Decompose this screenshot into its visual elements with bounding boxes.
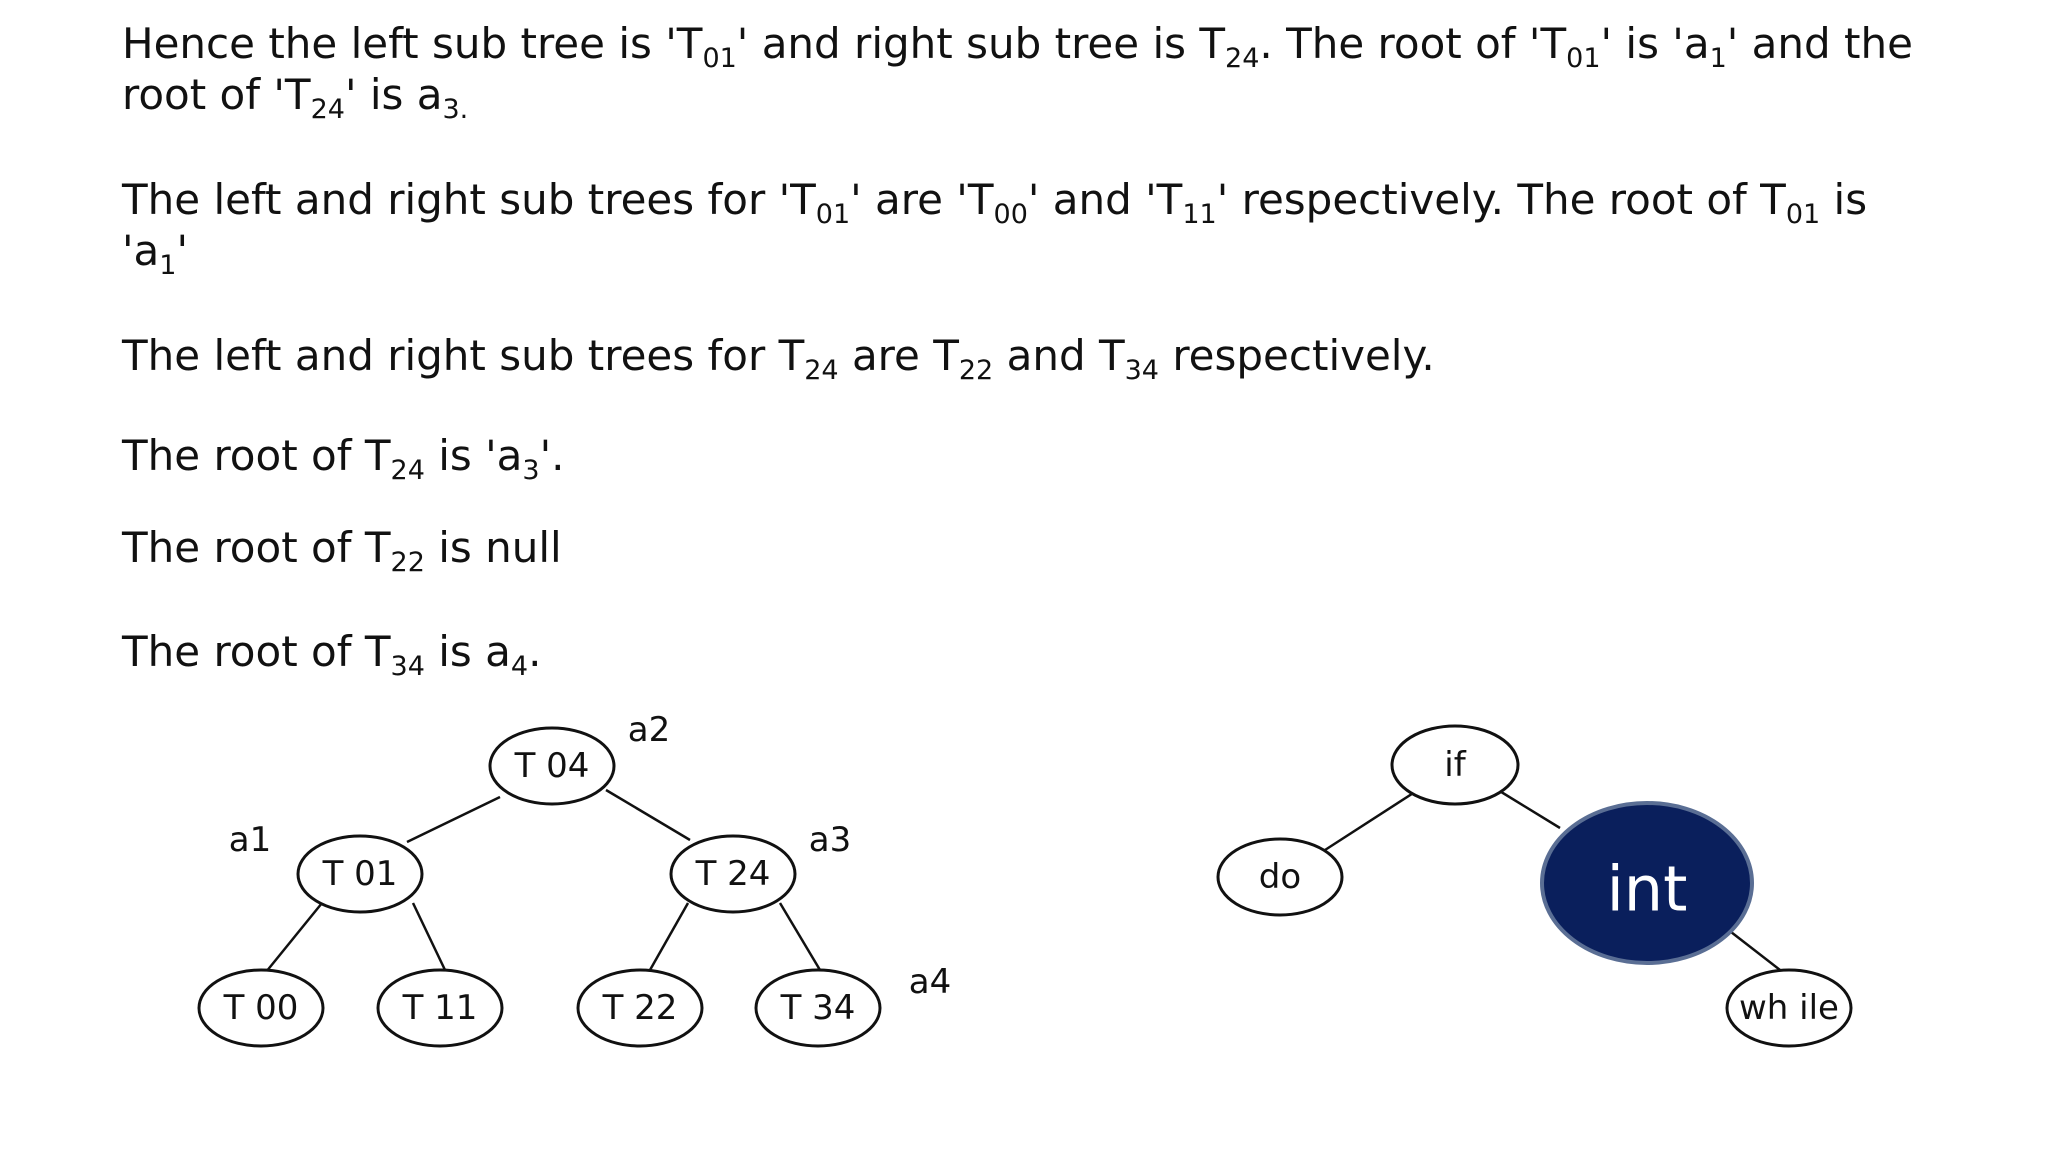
edge-t01-t00	[265, 902, 323, 973]
subscript: 4	[510, 651, 529, 682]
text-run: Hence the left sub tree is 'T	[122, 19, 703, 68]
text-run: ' and 'T	[1027, 175, 1183, 224]
edge-t04-t01	[406, 795, 501, 844]
text-run: . The root of 'T	[1259, 19, 1567, 68]
edge-t24-t34	[778, 902, 822, 971]
subscript: 34	[390, 651, 425, 682]
paragraph-line: The left and right sub trees for T24 are…	[122, 331, 1435, 384]
node-t11	[376, 968, 504, 1048]
text-run: respectively.	[1158, 331, 1435, 380]
node-t01	[296, 834, 424, 914]
subscript: 22	[390, 547, 425, 578]
text-run: ' is 'a	[1600, 19, 1710, 68]
text-run: The left and right sub trees for 'T	[122, 175, 816, 224]
node-while	[1725, 968, 1853, 1048]
node-if-label: if	[1444, 745, 1466, 785]
subscript: 1	[1709, 43, 1727, 74]
subscript: 34	[1124, 355, 1159, 386]
paragraph-line: Hence the left sub tree is 'T01' and rig…	[122, 19, 1913, 72]
subscript: 11	[1182, 199, 1217, 230]
subtree-diagram: T 04 T 01 T 24 T 00 T 11 T 22 T 34 a2 a1…	[197, 710, 951, 1048]
explanation-paragraph-3: The left and right sub trees for T24 are…	[122, 330, 1982, 384]
explanation-paragraph-4: The root of T24 is 'a3'.	[122, 430, 1982, 484]
paragraph-line: root of 'T24' is a3.	[122, 70, 468, 123]
root-label-a2: a2	[628, 710, 670, 750]
text-run: root of 'T	[122, 70, 311, 119]
subscript: 24	[390, 455, 425, 486]
node-t00	[197, 968, 325, 1048]
edge-t04-t24	[605, 788, 691, 842]
node-t01-label: T 01	[322, 854, 398, 894]
edge-if-int	[1497, 788, 1561, 830]
subscript: 24	[804, 355, 839, 386]
subscript: 3	[522, 455, 540, 486]
text-run: The left and right sub trees for T	[122, 331, 805, 380]
root-label-a4: a4	[909, 962, 951, 1002]
subscript: 00	[993, 199, 1028, 230]
node-t34	[754, 968, 882, 1048]
text-run: The root of T	[122, 523, 391, 572]
text-run: is null	[424, 523, 562, 572]
explanation-paragraph-1: Hence the left sub tree is 'T01' and rig…	[122, 18, 1982, 123]
text-run: ' and right sub tree is T	[736, 19, 1226, 68]
subscript: 24	[310, 94, 345, 125]
text-run: is 'a	[424, 431, 523, 480]
bst-diagram: if do int wh ile	[1216, 724, 1853, 1048]
node-t04-label: T 04	[514, 746, 590, 786]
subscript: 01	[815, 199, 851, 230]
text-run: ' are 'T	[850, 175, 994, 224]
explanation-paragraph-2: The left and right sub trees for 'T01' a…	[122, 174, 1982, 279]
subscript: 24	[1225, 43, 1260, 74]
subscript: 22	[958, 355, 994, 386]
text-run: are T	[838, 331, 959, 380]
text-run: ' respectively. The root of T	[1216, 175, 1786, 224]
node-while-label: wh ile	[1739, 988, 1839, 1028]
edge-t01-t11	[411, 902, 447, 971]
node-t22-label: T 22	[602, 988, 678, 1028]
subscript: 01	[1785, 199, 1821, 230]
paragraph-line: 'a1'	[122, 226, 189, 279]
node-t24	[669, 834, 797, 914]
paragraph-line: The root of T34 is a4.	[122, 627, 542, 680]
text-run: 'a	[122, 226, 160, 275]
node-t00-label: T 00	[223, 988, 299, 1028]
node-int-label: int	[1607, 853, 1688, 926]
text-run: The root of T	[122, 431, 391, 480]
text-run: '.	[539, 431, 565, 480]
node-t04	[488, 726, 616, 806]
root-label-a1: a1	[229, 820, 271, 860]
edge-if-do	[1324, 788, 1419, 852]
paragraph-line: The root of T22 is null	[122, 523, 562, 576]
text-run: ' and the	[1726, 19, 1913, 68]
paragraph-line: The root of T24 is 'a3'.	[122, 431, 565, 484]
node-t24-label: T 24	[695, 854, 771, 894]
root-label-a3: a3	[809, 820, 851, 860]
node-if	[1390, 724, 1520, 806]
subscript: 3.	[442, 94, 469, 125]
text-run: and T	[993, 331, 1125, 380]
text-run: is	[1820, 175, 1868, 224]
edge-t24-t22	[648, 902, 690, 971]
node-t11-label: T 11	[402, 988, 478, 1028]
text-run: The root of T	[122, 627, 391, 676]
node-t22	[576, 968, 704, 1048]
explanation-paragraph-6: The root of T34 is a4.	[122, 626, 1982, 680]
node-int-highlighted	[1540, 801, 1754, 965]
node-t34-label: T 34	[780, 988, 856, 1028]
node-do	[1216, 837, 1344, 917]
node-do-label: do	[1259, 857, 1301, 897]
text-run: '	[176, 226, 189, 275]
text-run: .	[528, 627, 542, 676]
text-run: is a	[424, 627, 511, 676]
explanation-paragraph-5: The root of T22 is null	[122, 522, 1982, 576]
text-run: ' is a	[344, 70, 443, 119]
subscript: 01	[1566, 43, 1601, 74]
subscript: 1	[159, 250, 177, 281]
subscript: 01	[702, 43, 737, 74]
paragraph-line: The left and right sub trees for 'T01' a…	[122, 175, 1868, 228]
